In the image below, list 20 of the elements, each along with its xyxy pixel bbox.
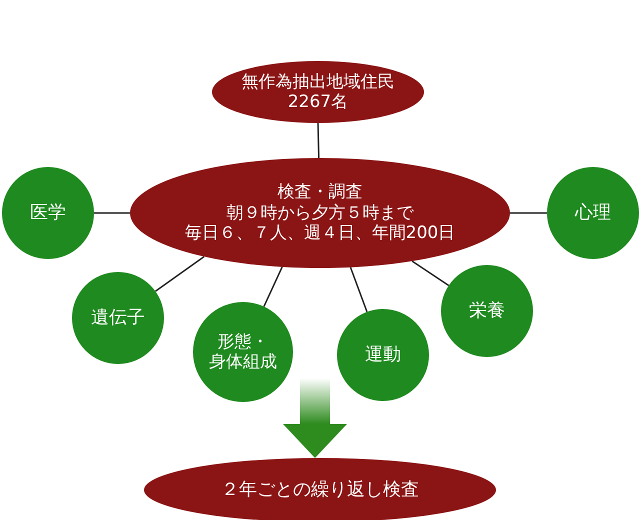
node-label: 心理: [575, 202, 611, 224]
connector-line: [263, 266, 283, 307]
node-label: 医学: [30, 202, 66, 224]
node-label: 栄養: [469, 300, 505, 322]
node-label: 毎日６、７人、週４日、年間200日: [184, 223, 456, 244]
node-label: 形態・身体組成: [208, 332, 278, 372]
node-label: 検査・調査: [278, 182, 362, 203]
node-label: 2267名: [288, 92, 348, 112]
connector-line: [350, 267, 368, 312]
node-label: 無作為抽出地域住民: [242, 72, 394, 92]
arrow: [283, 378, 347, 458]
node-label: 運動: [365, 344, 401, 366]
connector-line: [510, 212, 547, 214]
node-label: ２年ごとの繰り返し検査: [221, 479, 419, 501]
node-label: 遺伝子: [91, 307, 145, 329]
connector-line: [412, 260, 450, 286]
connector-line: [155, 256, 205, 292]
connector-line: [94, 212, 130, 214]
connector-line: [317, 122, 320, 158]
node-label: 朝９時から夕方５時まで: [226, 202, 414, 224]
